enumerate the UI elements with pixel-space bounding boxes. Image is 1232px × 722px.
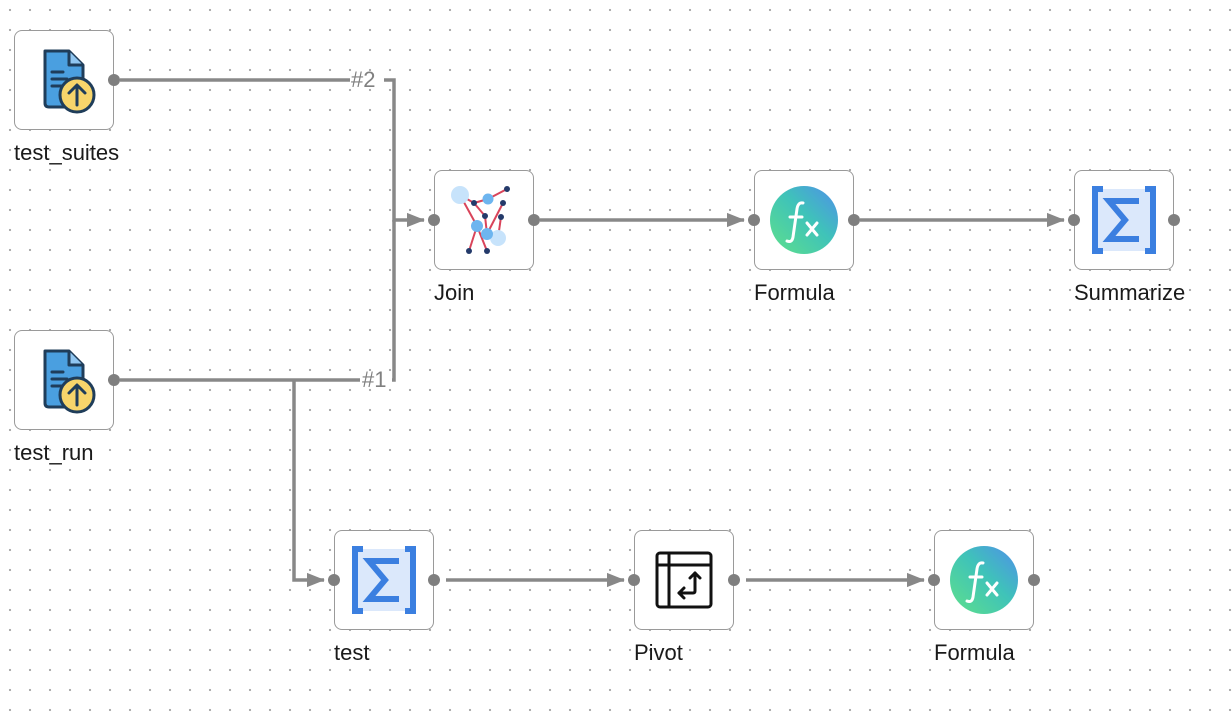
summarize-sigma-icon (1089, 185, 1159, 255)
join-network-icon (449, 185, 519, 255)
input-port[interactable] (428, 214, 440, 226)
node-label: Formula (754, 280, 835, 305)
output-port[interactable] (1168, 214, 1180, 226)
edge-label-input-2: #2 (351, 67, 376, 92)
node-label: Join (434, 280, 475, 305)
edge-test-run-to-test[interactable] (292, 380, 325, 588)
input-port[interactable] (748, 214, 760, 226)
output-port[interactable] (848, 214, 860, 226)
input-port[interactable] (328, 574, 340, 586)
node-label: test_run (14, 440, 94, 465)
pivot-table-icon (649, 545, 719, 615)
input-file-upload-icon (29, 345, 99, 415)
input-port[interactable] (628, 574, 640, 586)
input-port[interactable] (928, 574, 940, 586)
output-port[interactable] (728, 574, 740, 586)
summarize-sigma-icon (349, 545, 419, 615)
edge-label-input-1: #1 (362, 367, 387, 392)
output-port[interactable] (108, 374, 120, 386)
node-label: Formula (934, 640, 1015, 665)
node-label: Pivot (634, 640, 683, 665)
node-pivot[interactable]: Pivot (628, 530, 740, 665)
node-label: test_suites (14, 140, 120, 165)
input-port[interactable] (1068, 214, 1080, 226)
edge-test-run-to-join[interactable] (120, 220, 396, 382)
node-join[interactable]: Join (428, 170, 540, 305)
node-label: test (334, 640, 370, 665)
output-port[interactable] (108, 74, 120, 86)
formula-fx-icon (769, 185, 839, 255)
node-formula-bottom[interactable]: Formula (928, 530, 1040, 665)
node-test-run[interactable]: test_run (14, 330, 120, 465)
node-summarize[interactable]: Summarize (1068, 170, 1185, 305)
node-label: Summarize (1074, 280, 1186, 305)
node-formula-top[interactable]: Formula (748, 170, 860, 305)
output-port[interactable] (1028, 574, 1040, 586)
output-port[interactable] (528, 214, 540, 226)
input-file-upload-icon (29, 45, 99, 115)
edge-test-suites-to-join[interactable] (120, 78, 424, 220)
output-port[interactable] (428, 574, 440, 586)
node-test[interactable]: test (328, 530, 440, 665)
formula-fx-icon (949, 545, 1019, 615)
node-test-suites[interactable]: test_suites (14, 30, 120, 165)
